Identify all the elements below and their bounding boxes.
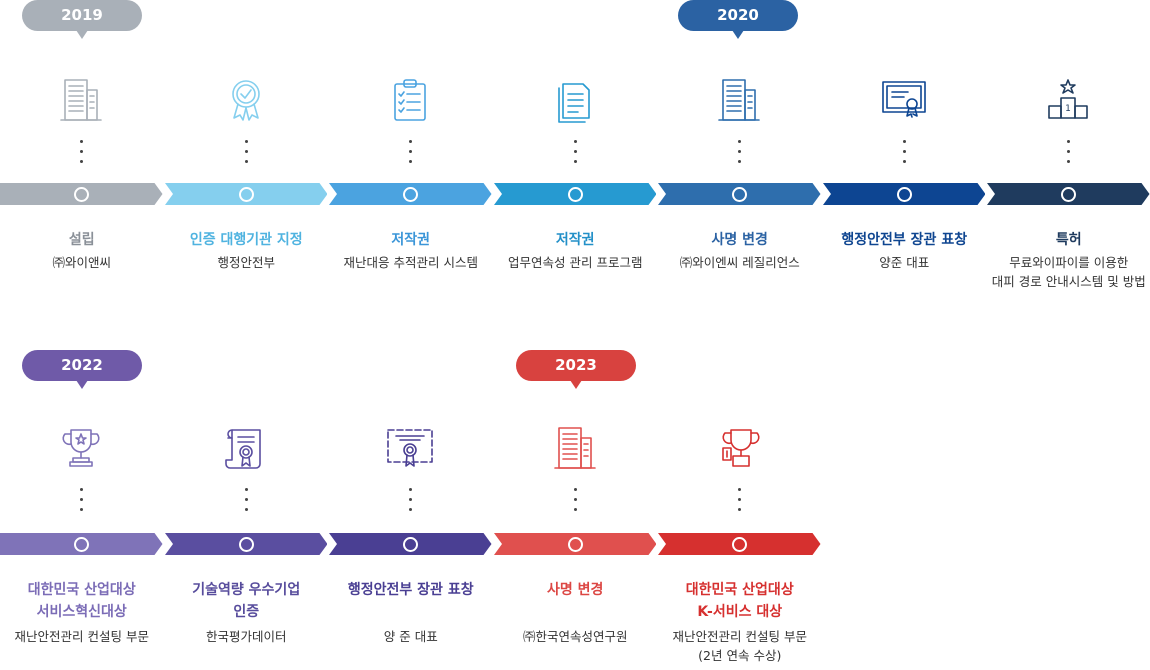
milestone-description: 양준 대표 [879,255,930,270]
timeline-node-circle [567,186,583,202]
milestone-description: ㈜한국연속성연구원 [522,629,628,644]
milestone-description: 양 준 대표 [383,629,438,644]
milestone-description: ㈜와이앤씨 [52,255,111,270]
certification-badge-icon [218,72,274,128]
milestone-title: 행정안전부 장관 표창 [841,232,968,248]
milestone-title: 대한민국 산업대상 서비스혁신대상 [27,582,136,620]
timeline-connector-dots [902,140,907,170]
timeline-connector-dots [573,488,578,518]
timeline-node-circle [74,186,90,202]
trophy-cup-icon [711,420,767,476]
milestone-title: 저작권 [391,232,431,248]
milestone-description: ㈜와이엔씨 레질리언스 [679,255,800,270]
svg-text:1: 1 [1065,104,1071,114]
timeline-node-circle [1061,186,1077,202]
timeline-connector-dots [573,140,578,170]
timeline-connector-dots [80,140,84,170]
trophy-icon [53,420,109,476]
milestone-description: 업무연속성 관리 프로그램 [508,255,643,270]
milestone-title: 사명 변경 [547,582,604,598]
timeline-node-circle [567,536,583,552]
year-badge: 2020 [678,0,798,39]
clipboard-checklist-icon [382,72,438,128]
milestone-title: 설립 [68,232,95,248]
year-badge: 2023 [516,350,636,389]
year-badge: 2019 [22,0,142,39]
timeline-connector-dots [1067,140,1071,170]
milestone-title: 사명 변경 [711,232,768,248]
timeline-node-circle [403,186,419,202]
milestone-description: 한국평가데이터 [205,629,287,644]
milestone-title: 대한민국 산업대상 K-서비스 대상 [685,582,794,620]
milestone-title: 인증 대행기관 지정 [189,232,303,248]
milestone-description: 재난안전관리 컨설팅 부문 (2년 연속 수상) [672,629,807,663]
certificate-icon [876,72,932,128]
timeline-connector-dots [244,140,249,170]
timeline-connector-dots [738,488,742,518]
document-icon [547,72,603,128]
timeline-node-circle [896,186,912,202]
scroll-certificate-icon [218,420,274,476]
timeline-connector-dots [409,488,413,518]
timeline-node-circle [238,536,254,552]
milestone-title: 행정안전부 장관 표창 [347,582,474,598]
milestone-description: 행정안전부 [217,255,275,270]
milestone-title: 저작권 [555,232,595,248]
office-building-icon [53,72,109,128]
milestone-title: 기술역량 우수기업 인증 [192,582,301,620]
award-certificate-icon [382,420,438,476]
timeline-node-circle [403,536,419,552]
milestone-description: 무료와이파이를 이용한 대피 경로 안내시스템 및 방법 [991,255,1146,289]
year-badge: 2022 [22,350,142,389]
timeline-connector-dots [80,488,84,518]
timeline-node-circle [238,186,254,202]
milestone-description: 재난대응 추적관리 시스템 [343,255,478,270]
milestone-title: 특허 [1055,232,1082,248]
timeline-connector-dots [738,140,742,170]
timeline-connector-dots [244,488,249,518]
timeline-node-circle [732,186,748,202]
office-building-icon [711,72,767,128]
podium-icon: 1 [1040,72,1096,128]
timeline-node-circle [732,536,748,552]
timeline-node-circle [74,536,90,552]
milestone-description: 재난안전관리 컨설팅 부문 [14,629,149,644]
timeline-connector-dots [409,140,413,170]
office-building-icon [547,420,603,476]
